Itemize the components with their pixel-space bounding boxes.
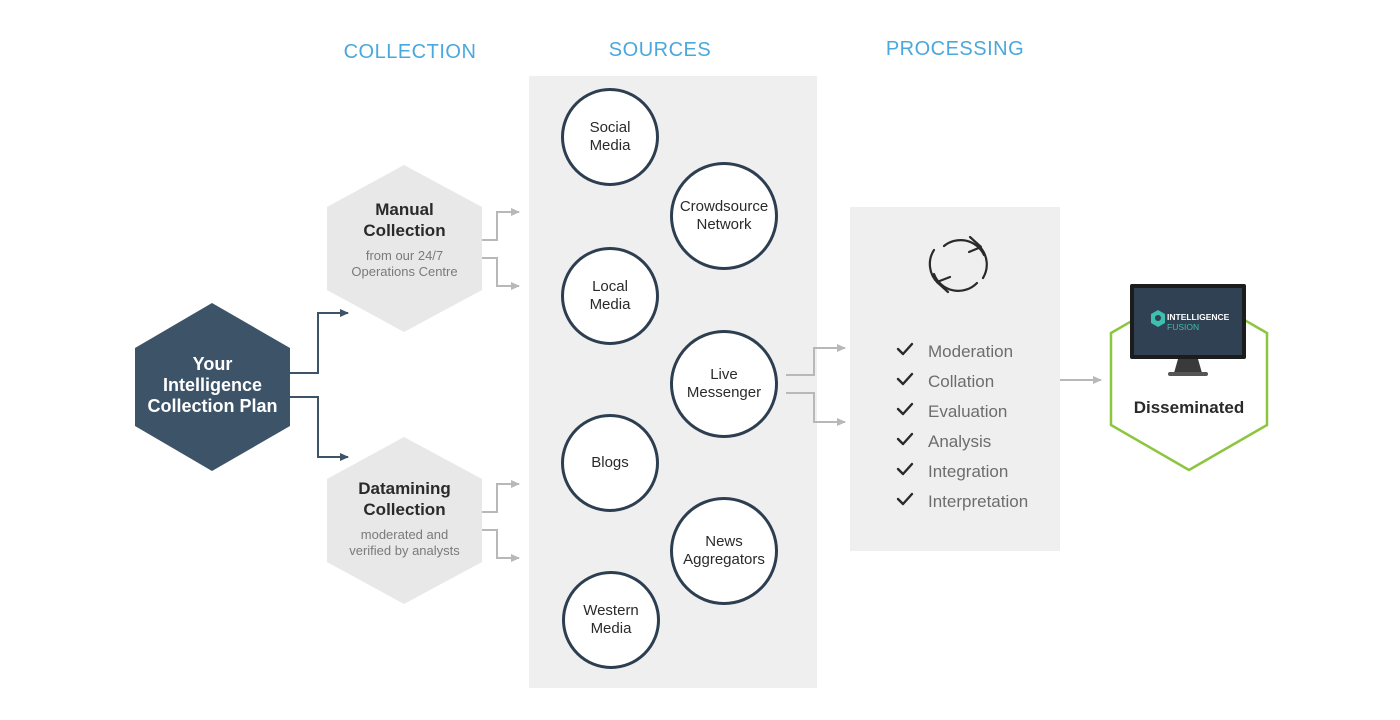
processing-step-label: Moderation bbox=[928, 342, 1014, 361]
source-social-media: Social Media bbox=[561, 88, 659, 186]
refresh-icon bbox=[928, 235, 988, 294]
connector-datamining-sources-1 bbox=[482, 480, 520, 513]
logo-line: INTELLIGENCE bbox=[1167, 312, 1230, 322]
datamining-collection-label: Datamining Collection moderated and veri… bbox=[327, 478, 482, 559]
manual-title-line: Collection bbox=[363, 221, 446, 240]
check-icon bbox=[896, 492, 914, 506]
manual-collection-label: Manual Collection from our 24/7 Operatio… bbox=[327, 199, 482, 280]
source-label: Crowdsource Network bbox=[679, 198, 769, 233]
processing-step-label: Integration bbox=[928, 462, 1009, 481]
header-sources: SOURCES bbox=[608, 39, 712, 61]
check-icon bbox=[896, 462, 914, 476]
datamining-hexagon bbox=[327, 437, 482, 604]
processing-step: Moderation bbox=[897, 337, 1028, 367]
check-icon bbox=[896, 342, 914, 356]
header-collection: COLLECTION bbox=[343, 41, 477, 63]
processing-step-label: Collation bbox=[928, 372, 995, 391]
manual-subtitle-line: Operations Centre bbox=[351, 264, 458, 279]
source-label: Blogs bbox=[591, 454, 629, 471]
plan-hexagon bbox=[135, 303, 290, 471]
manual-title-line: Manual bbox=[375, 200, 434, 219]
processing-steps: Moderation Collation Evaluation Analysis… bbox=[897, 337, 1028, 517]
processing-step: Evaluation bbox=[897, 397, 1028, 427]
source-label: Social Media bbox=[589, 119, 631, 154]
datamining-title-line: Datamining bbox=[358, 479, 451, 498]
plan-label-line: Intelligence bbox=[162, 375, 263, 395]
processing-step: Collation bbox=[897, 367, 1028, 397]
processing-step: Integration bbox=[897, 457, 1028, 487]
source-blogs: Blogs bbox=[561, 414, 659, 512]
source-label: News Aggregators bbox=[683, 533, 765, 568]
source-label: Live Messenger bbox=[686, 366, 762, 401]
manual-subtitle-line: from our 24/7 bbox=[365, 248, 444, 263]
check-icon bbox=[896, 372, 914, 386]
connector-sources-processing-1 bbox=[786, 344, 846, 376]
processing-step-label: Interpretation bbox=[928, 492, 1029, 511]
plan-label: Your Intelligence Collection Plan bbox=[135, 354, 290, 417]
checkmarks bbox=[896, 342, 914, 506]
connector-sources-processing-2 bbox=[786, 392, 846, 426]
manual-hexagon bbox=[327, 165, 482, 332]
source-news-aggregators: News Aggregators bbox=[670, 497, 778, 605]
connector-plan-datamining bbox=[290, 396, 349, 461]
source-label: Western Media bbox=[583, 602, 639, 637]
source-local-media: Local Media bbox=[561, 247, 659, 345]
check-icon bbox=[896, 432, 914, 446]
source-label: Local Media bbox=[589, 278, 631, 313]
output-label: Disseminated bbox=[1133, 398, 1245, 417]
datamining-subtitle-line: verified by analysts bbox=[349, 543, 460, 558]
datamining-title-line: Collection bbox=[363, 500, 446, 519]
logo-line: FUSION bbox=[1167, 322, 1200, 332]
processing-step: Interpretation bbox=[897, 487, 1028, 517]
connector-manual-sources-2 bbox=[482, 257, 520, 290]
source-western-media: Western Media bbox=[562, 571, 660, 669]
source-live-messenger: Live Messenger bbox=[670, 330, 778, 438]
connector-manual-sources-1 bbox=[482, 208, 520, 241]
check-icon bbox=[896, 402, 914, 416]
datamining-subtitle-line: moderated and bbox=[360, 527, 449, 542]
header-processing: PROCESSING bbox=[885, 38, 1025, 60]
connector-datamining-sources-2 bbox=[482, 529, 520, 562]
processing-panel bbox=[850, 207, 1060, 551]
plan-label-line: Collection Plan bbox=[147, 396, 278, 416]
connector-plan-manual bbox=[290, 309, 349, 374]
monitor-logo-text: INTELLIGENCE FUSION bbox=[1167, 312, 1239, 332]
monitor-icon bbox=[1130, 284, 1246, 376]
processing-step: Analysis bbox=[897, 427, 1028, 457]
source-crowdsource-network: Crowdsource Network bbox=[670, 162, 778, 270]
processing-step-label: Analysis bbox=[928, 432, 992, 451]
plan-label-line: Your bbox=[192, 354, 233, 374]
processing-step-label: Evaluation bbox=[928, 402, 1008, 421]
